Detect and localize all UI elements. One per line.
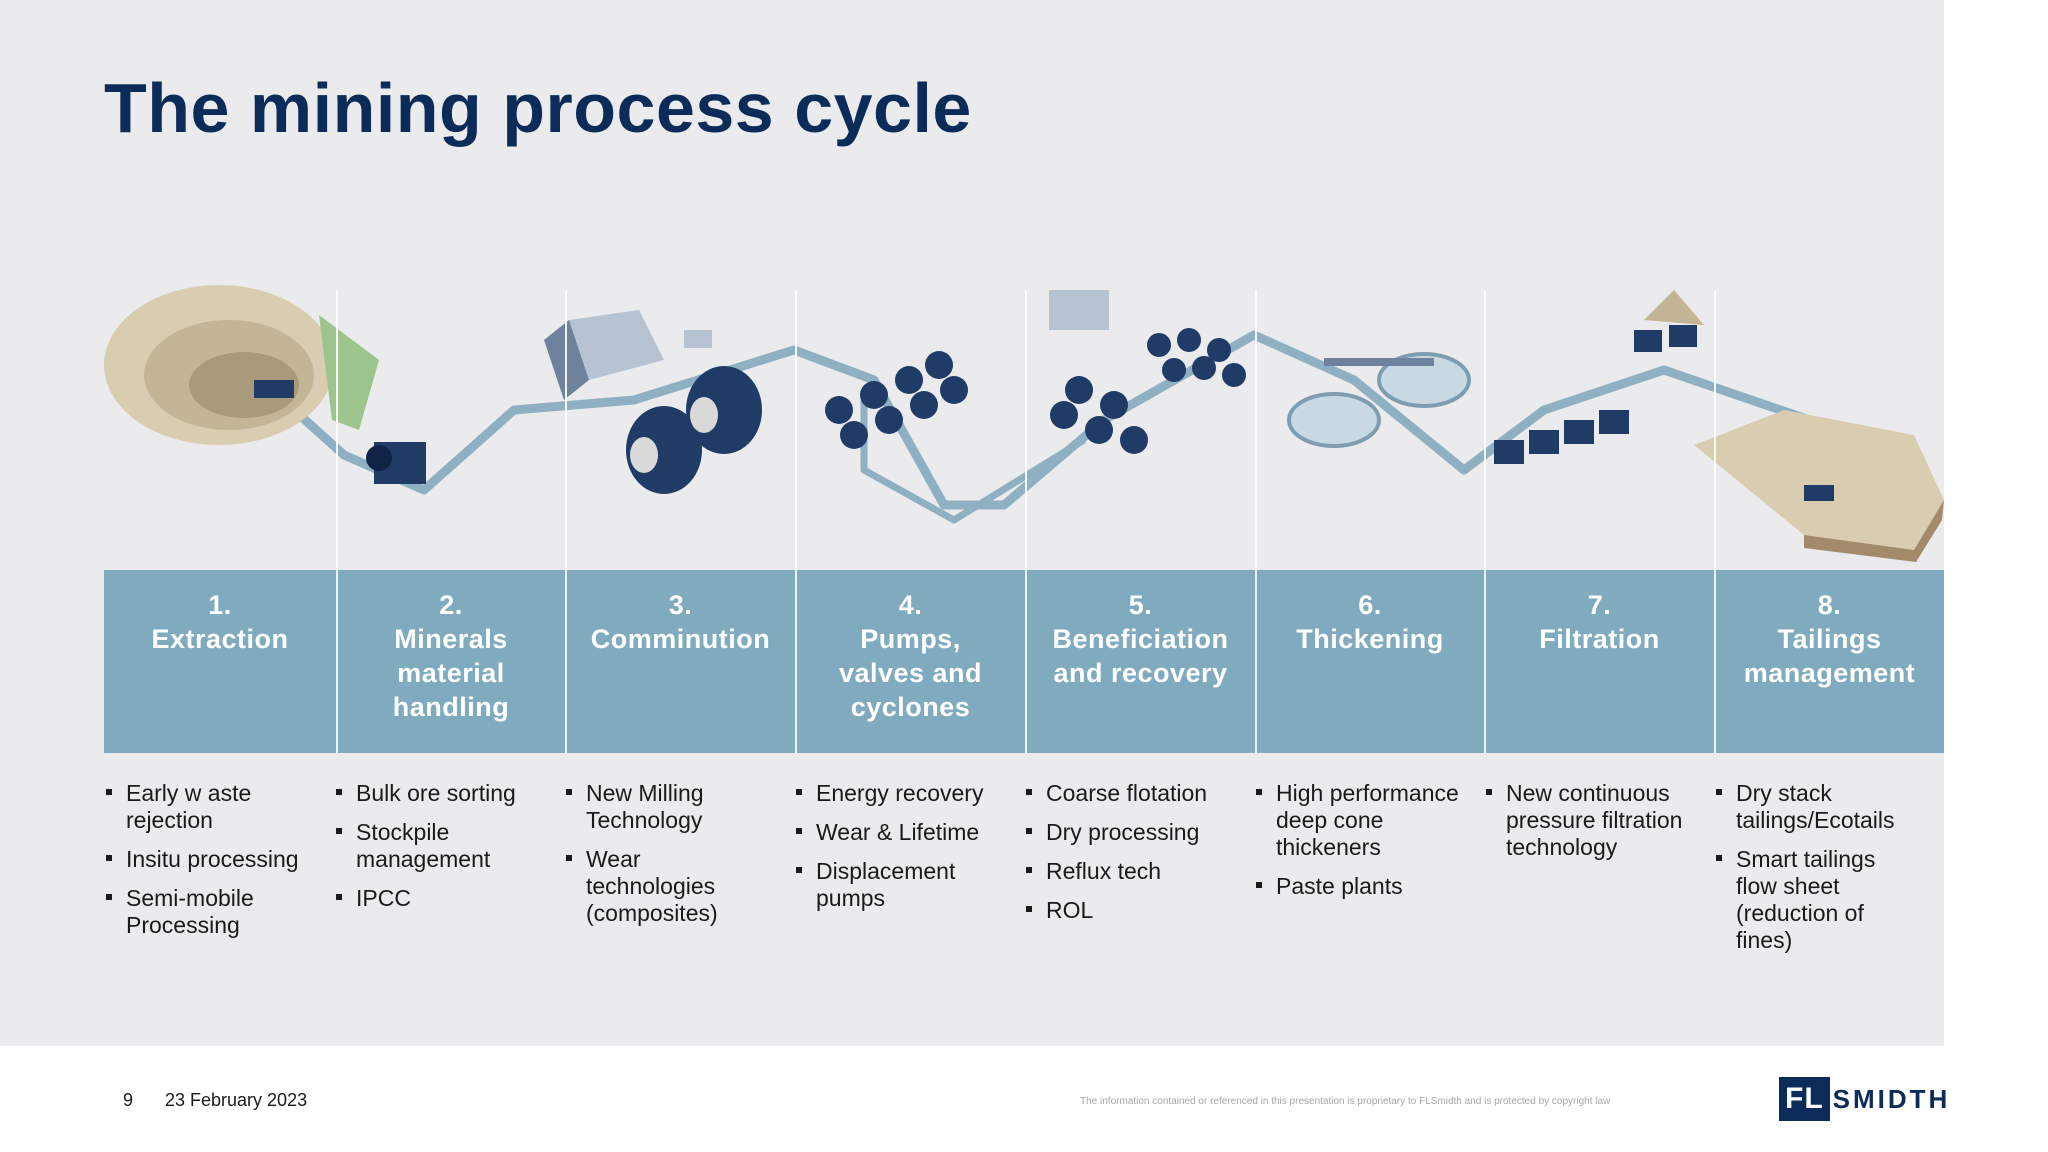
logo-part-smidth: SMIDTH — [1832, 1083, 1951, 1114]
step-name: Minerals material handling — [392, 624, 510, 722]
step-number: 6. — [1358, 590, 1382, 620]
column-divider — [1484, 290, 1486, 571]
step-header-2: 2. Minerals material handling — [337, 570, 565, 753]
step-header-3: 3. Comminution — [566, 570, 795, 753]
band-divider — [1714, 570, 1716, 753]
list-item: Dry processing — [1025, 819, 1253, 846]
legal-notice: The information contained or referenced … — [1080, 1096, 1611, 1107]
column-divider — [795, 290, 797, 571]
step-name: Beneficiation and recovery — [1052, 624, 1229, 688]
step-items-7: New continuous pressure filtration techn… — [1485, 780, 1713, 873]
list-item: Insitu processing — [105, 846, 333, 873]
column-divider — [336, 290, 338, 571]
step-header-7: 7. Filtration — [1485, 570, 1714, 753]
step-header-5: 5. Beneficiation and recovery — [1026, 570, 1255, 753]
list-item: Displacement pumps — [795, 858, 1023, 912]
list-item: New Milling Technology — [565, 780, 793, 834]
column-divider — [1025, 290, 1027, 571]
list-item: Wear technologies (composites) — [565, 846, 793, 927]
step-items-8: Dry stack tailings/Ecotails Smart tailin… — [1715, 780, 1943, 966]
step-name: Pumps, valves and cyclones — [838, 624, 983, 722]
step-items-4: Energy recovery Wear & Lifetime Displace… — [795, 780, 1023, 924]
steps-header-band — [104, 570, 1944, 753]
band-divider — [1484, 570, 1486, 753]
list-item: Semi-mobile Processing — [105, 885, 333, 939]
step-number: 5. — [1128, 590, 1153, 620]
step-header-8: 8. Tailings management — [1715, 570, 1944, 753]
process-illustration — [104, 270, 1944, 570]
presentation-date: 23 February 2023 — [165, 1090, 308, 1110]
column-divider — [565, 290, 567, 571]
list-item: Dry stack tailings/Ecotails — [1715, 780, 1943, 834]
step-items-2: Bulk ore sorting Stockpile management IP… — [335, 780, 563, 924]
step-number: 7. — [1587, 590, 1612, 620]
column-divider — [1255, 290, 1257, 571]
list-item: ROL — [1025, 897, 1253, 924]
list-item: Bulk ore sorting — [335, 780, 563, 807]
column-divider — [1714, 290, 1716, 571]
step-name: Filtration — [1539, 624, 1660, 654]
band-divider — [336, 570, 338, 753]
logo-part-fl: FL — [1779, 1077, 1830, 1121]
list-item: IPCC — [335, 885, 563, 912]
list-item: Energy recovery — [795, 780, 1023, 807]
step-name: Tailings management — [1743, 624, 1916, 688]
flsmidth-logo: FL SMIDTH — [1779, 1077, 1950, 1121]
step-header-1: 1. Extraction — [104, 570, 336, 753]
step-header-4: 4. Pumps, valves and cyclones — [796, 570, 1025, 753]
step-items-5: Coarse flotation Dry processing Reflux t… — [1025, 780, 1253, 936]
list-item: Early w aste rejection — [105, 780, 333, 834]
step-number: 8. — [1817, 590, 1842, 620]
step-number: 4. — [898, 590, 923, 620]
list-item: Reflux tech — [1025, 858, 1253, 885]
step-number: 1. — [208, 590, 232, 620]
list-item: Paste plants — [1255, 873, 1483, 900]
page-number: 9 — [123, 1090, 134, 1110]
list-item: Stockpile management — [335, 819, 563, 873]
list-item: Wear & Lifetime — [795, 819, 1023, 846]
step-number: 3. — [668, 590, 693, 620]
band-divider — [1255, 570, 1257, 753]
step-items-6: High performance deep cone thickeners Pa… — [1255, 780, 1483, 912]
page-title: The mining process cycle — [104, 69, 972, 147]
step-name: Extraction — [151, 624, 289, 654]
step-items-1: Early w aste rejection Insitu processing… — [105, 780, 333, 951]
band-divider — [795, 570, 797, 753]
band-divider — [1025, 570, 1027, 753]
step-items-3: New Milling Technology Wear technologies… — [565, 780, 793, 939]
list-item: High performance deep cone thickeners — [1255, 780, 1483, 861]
list-item: Smart tailings flow sheet (reduction of … — [1715, 846, 1943, 954]
slide-background — [0, 0, 1944, 1046]
list-item: Coarse flotation — [1025, 780, 1253, 807]
step-header-6: 6. Thickening — [1256, 570, 1484, 753]
step-number: 2. — [439, 590, 463, 620]
step-name: Thickening — [1296, 624, 1444, 654]
band-divider — [565, 570, 567, 753]
list-item: New continuous pressure filtration techn… — [1485, 780, 1713, 861]
step-name: Comminution — [590, 624, 771, 654]
